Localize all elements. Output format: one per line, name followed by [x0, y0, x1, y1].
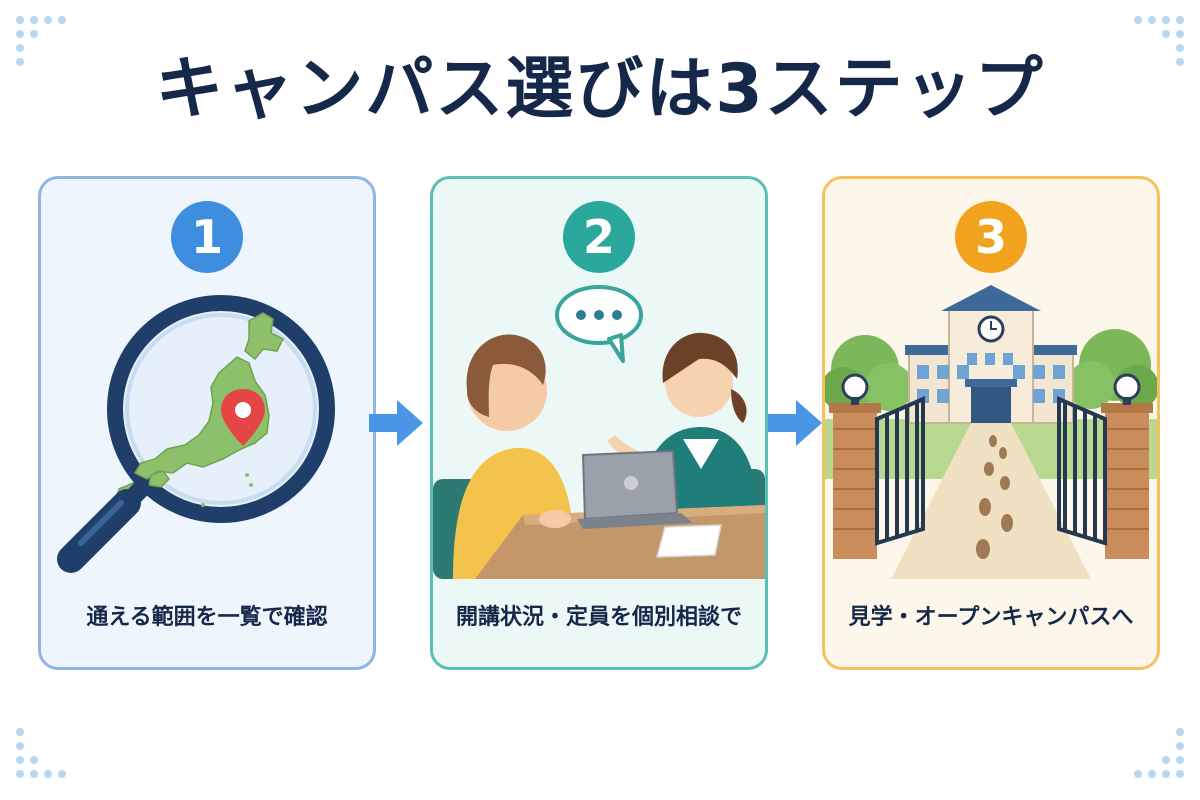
step-card-1: 1 通える範囲を一覧で確認 — [38, 176, 376, 670]
decorative-dots-bottom-right — [1134, 728, 1184, 778]
step-number-badge-3: 3 — [955, 201, 1027, 273]
step-caption-3: 見学・オープンキャンパスへ — [848, 605, 1134, 630]
step-number-badge-1: 1 — [171, 201, 243, 273]
step-caption-1: 通える範囲を一覧で確認 — [86, 605, 328, 630]
campus-building-gate-icon — [825, 285, 1157, 579]
step-number-badge-2: 2 — [563, 201, 635, 273]
magnifier-japan-map-icon — [57, 295, 335, 573]
step-card-3: 3 — [822, 176, 1160, 670]
decorative-dots-bottom-left — [16, 728, 66, 778]
decorative-dots-top-left — [16, 16, 66, 66]
arrow-right-icon-2 — [768, 400, 822, 446]
consultation-speech-bubble-icon — [433, 285, 765, 579]
page-title: キャンパス選びは3ステップ — [155, 50, 1045, 129]
step-caption-2: 開講状況・定員を個別相談で — [455, 605, 742, 630]
step-card-2: 2 開講状況・定員を個別相談で — [430, 176, 768, 670]
arrow-right-icon-1 — [369, 400, 423, 446]
decorative-dots-top-right — [1134, 16, 1184, 66]
